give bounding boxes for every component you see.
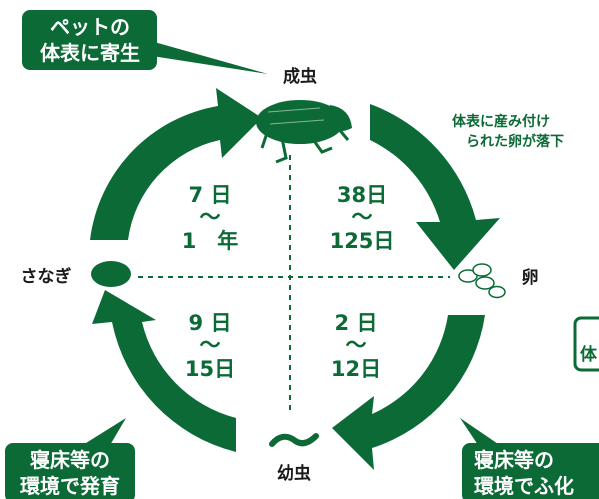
eggs-icon (458, 263, 506, 299)
callout-bed-hatching: 寝床等の 環境でふ化 (460, 418, 599, 499)
callout-pet-parasite: ペットの 体表に寄生 (22, 10, 268, 74)
arrow-larva-to-pupa (92, 290, 236, 452)
callout-pet-line2: 体表に寄生 (40, 41, 140, 65)
cycle-arrows (90, 88, 500, 470)
pupa-icon (91, 261, 131, 287)
callout-bed-development: 寝床等の 環境で発育 (5, 418, 135, 499)
duration-pupa-adult-from: 7 日 (189, 183, 232, 207)
callout-pet-line1: ペットの (50, 15, 130, 39)
duration-adult-egg-tilde: ～ (352, 205, 373, 229)
callout-bed-pupa-line1: 寝床等の (30, 448, 110, 472)
duration-egg-larva-to: 12日 (331, 357, 381, 381)
quadrant-lines (138, 155, 450, 415)
duration-larva-pupa-from: 9 日 (189, 311, 232, 335)
arrow-egg-to-larva (332, 315, 485, 470)
callout-bed-hatch-line1: 寝床等の (474, 448, 554, 472)
arrow-adult-to-egg (370, 104, 500, 270)
callout-cut-off: 体 (573, 316, 599, 372)
duration-egg-larva-from: 2 日 (335, 311, 378, 335)
callout-bed-pupa-line2: 環境で発育 (20, 474, 120, 498)
larva-icon (269, 433, 319, 447)
egg-drop-note-line1: 体表に産み付け (452, 113, 550, 130)
callout-bed-hatch-line2: 環境でふ化 (474, 474, 574, 498)
arrow-pupa-to-adult (90, 88, 262, 240)
adult-flea-icon (256, 100, 352, 164)
duration-pupa-adult-tilde: ～ (200, 205, 221, 229)
stage-egg-label: 卵 (522, 267, 539, 288)
duration-larva-pupa-to: 15日 (185, 357, 235, 381)
stage-larva-label: 幼虫 (277, 463, 311, 484)
stage-adult-label: 成虫 (283, 66, 317, 87)
duration-adult-egg-from: 38日 (337, 183, 387, 207)
duration-egg-larva-tilde: ～ (346, 333, 367, 357)
egg-drop-note-line2: られた卵が落下 (466, 133, 564, 150)
duration-pupa-adult-to: 1 年 (182, 229, 239, 253)
duration-adult-egg-to: 125日 (330, 229, 395, 253)
callout-cut-off-text: 体 (580, 344, 598, 365)
duration-larva-pupa-tilde: ～ (200, 333, 221, 357)
stage-pupa-label: さなぎ (21, 266, 72, 287)
